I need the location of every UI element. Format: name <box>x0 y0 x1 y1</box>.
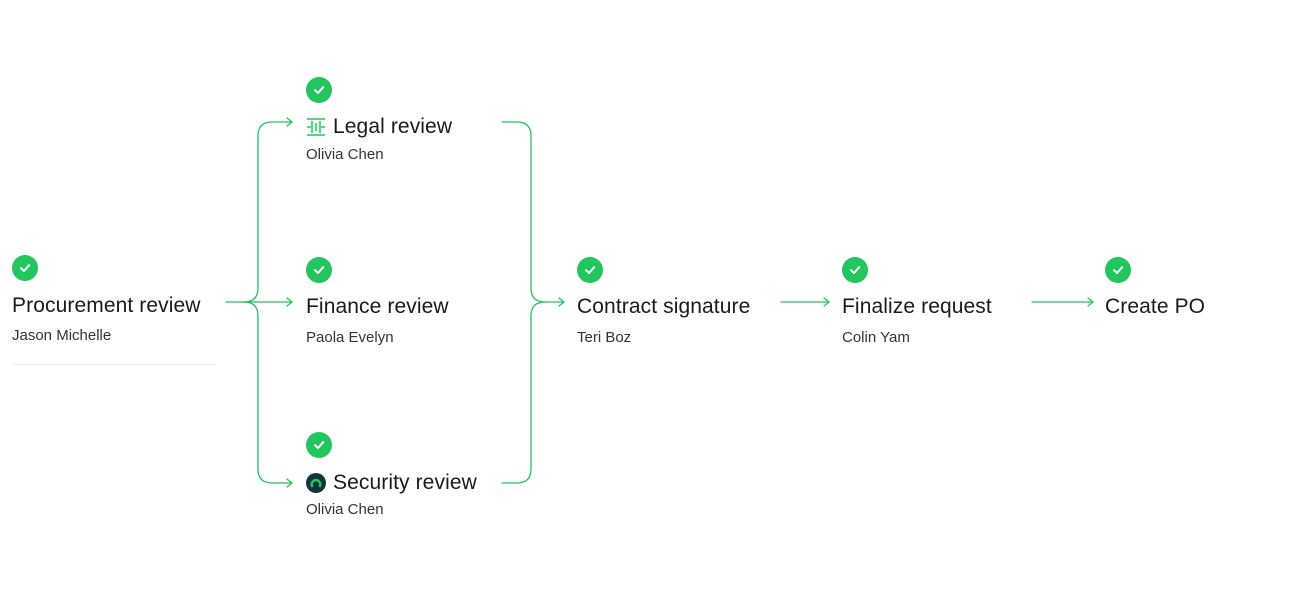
step-title: Finalize request <box>842 295 992 318</box>
arrowhead-create-po <box>1087 297 1094 307</box>
arrowhead-legal <box>286 117 293 127</box>
step-assignee: Paola Evelyn <box>306 329 394 346</box>
step-title: Procurement review <box>12 294 201 317</box>
check-icon <box>842 257 868 283</box>
check-icon <box>306 77 332 103</box>
step-title: Create PO <box>1105 295 1206 318</box>
step-title: Legal review <box>333 115 453 138</box>
step-assignee: Colin Yam <box>842 329 910 346</box>
step-assignee: Olivia Chen <box>306 501 384 518</box>
check-icon <box>12 255 38 281</box>
step-assignee: Olivia Chen <box>306 146 384 163</box>
arrowhead-contract <box>558 297 565 307</box>
step-title: Security review <box>333 471 477 494</box>
arrowhead-finalize <box>823 297 830 307</box>
step-title: Finance review <box>306 295 449 318</box>
step-title: Contract signature <box>577 295 751 318</box>
connector-procurement-to-legal <box>243 121 293 303</box>
arrowhead-security <box>286 478 293 488</box>
check-icon <box>306 257 332 283</box>
check-icon <box>306 432 332 458</box>
check-icon <box>577 257 603 283</box>
step-assignee: Jason Michelle <box>12 327 112 344</box>
connector-security-to-contract <box>501 301 546 484</box>
step-assignee: Teri Boz <box>577 329 632 346</box>
arrowhead-finance <box>286 297 293 307</box>
divider <box>12 364 216 365</box>
connector-procurement-to-security <box>243 301 293 484</box>
security-brand-icon <box>306 473 326 493</box>
legal-brand-icon <box>306 117 326 137</box>
connector-legal-to-contract <box>501 121 565 303</box>
check-icon <box>1105 257 1131 283</box>
